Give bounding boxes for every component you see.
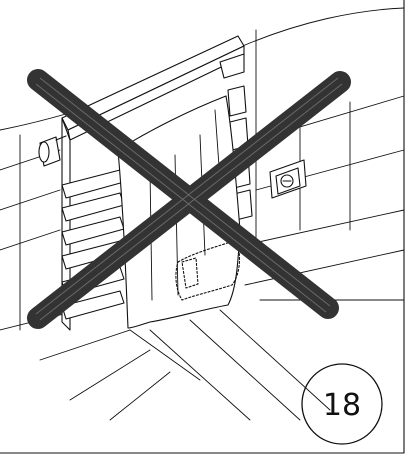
step-number-badge: 18 bbox=[301, 363, 383, 445]
panel-frame bbox=[0, 0, 405, 454]
control-knob bbox=[38, 135, 67, 167]
floor-lines bbox=[0, 299, 331, 421]
prohibited-cross-mark bbox=[27, 69, 351, 329]
wall-socket bbox=[269, 159, 307, 199]
step-number: 18 bbox=[323, 388, 361, 423]
